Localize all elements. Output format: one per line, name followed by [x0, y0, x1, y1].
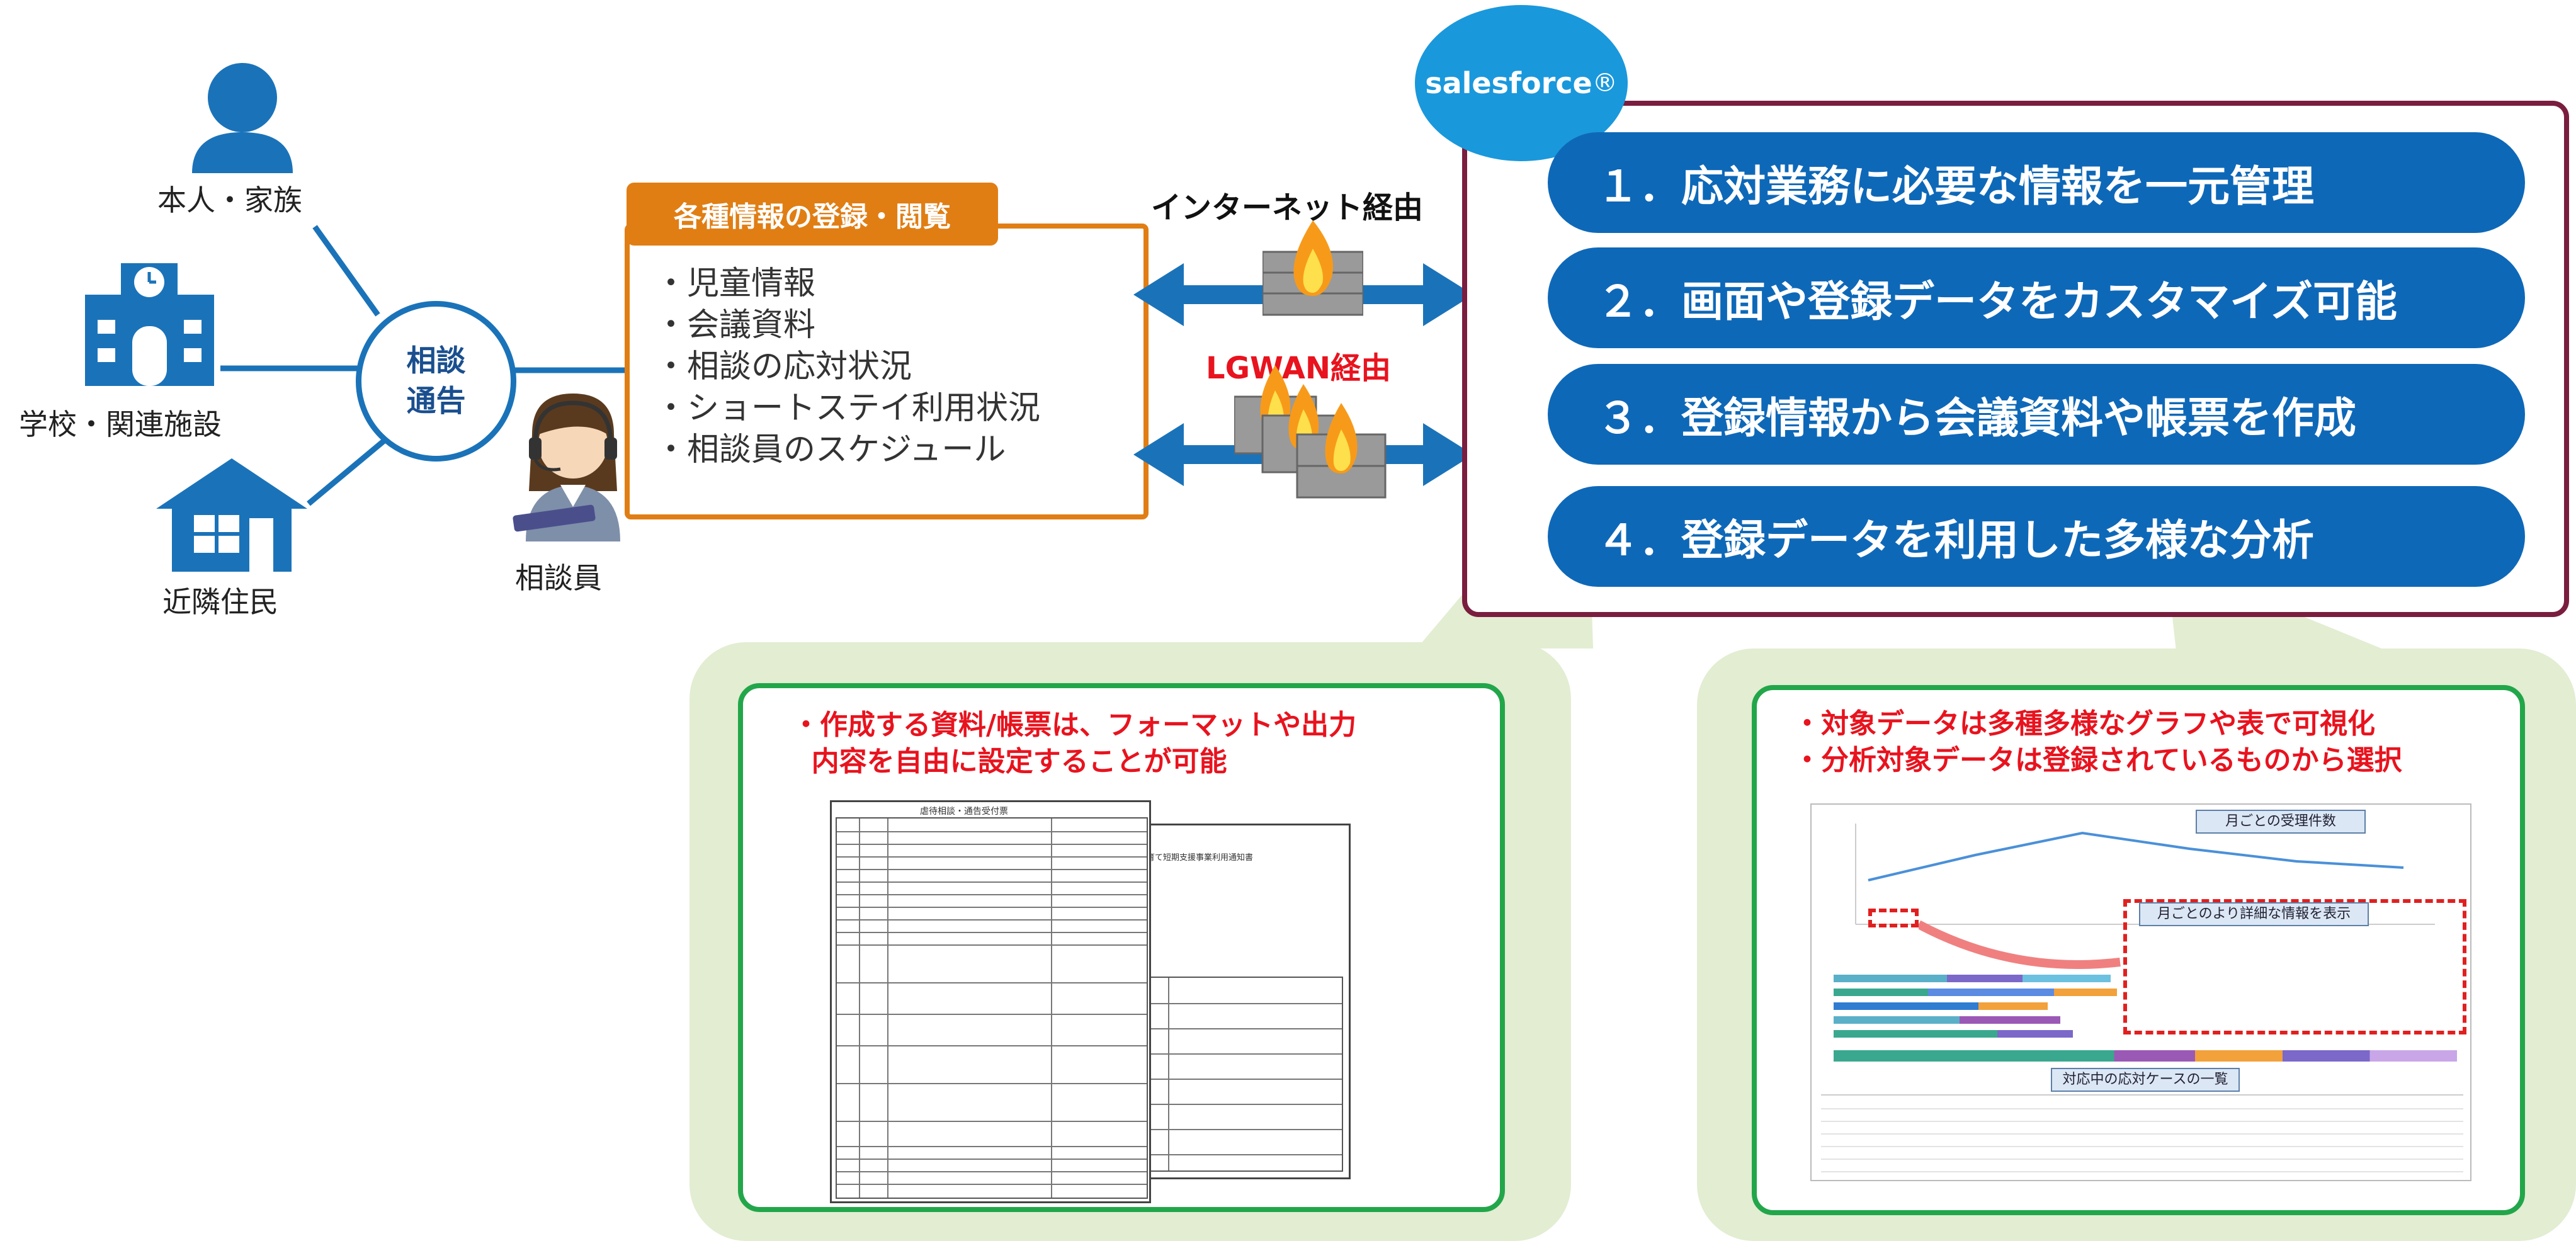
route-internet-label: インターネット経由	[1151, 190, 1424, 225]
feature-3: ３．登録情報から会議資料や帳票を作成	[1548, 364, 2525, 465]
firewall-icon	[1262, 220, 1363, 316]
route-lgwan-label: LGWAN経由	[1206, 351, 1392, 386]
highlight-month	[1868, 909, 1919, 927]
list-item: ・相談の応対状況	[655, 348, 912, 385]
feature-1: １．応対業務に必要な情報を一元管理	[1548, 132, 2525, 233]
registration-list: ・児童情報 ・会議資料 ・相談の応対状況 ・ショートステイ利用状況 ・相談員のス…	[655, 263, 1040, 471]
salesforce-reg-mark: ®	[1592, 69, 1618, 98]
list-item: ・児童情報	[655, 265, 816, 302]
callout-monthly: 月ごとの受理件数	[2196, 810, 2366, 834]
school-icon	[85, 263, 214, 386]
contact-school: 学校・関連施設	[19, 407, 222, 441]
case-list-table	[1821, 1094, 2463, 1176]
list-item: ・ショートステイ利用状況	[655, 390, 1041, 427]
document-front-title: 虐待相談・通告受付票	[920, 807, 1008, 817]
registration-panel: ・児童情報 ・会議資料 ・相談の応対状況 ・ショートステイ利用状況 ・相談員のス…	[625, 224, 1149, 519]
feature-4: ４．登録データを利用した多様な分析	[1548, 486, 2525, 587]
list-item: ・相談員のスケジュール	[655, 431, 1006, 468]
house-icon	[156, 458, 307, 572]
callout-list: 対応中の応対ケースの一覧	[2051, 1068, 2240, 1092]
hub-line-2: 通告	[406, 383, 466, 419]
contact-neighbors: 近隣住民	[162, 585, 278, 619]
document-preview-front: 虐待相談・通告受付票	[830, 800, 1151, 1203]
stacked-bar-chart	[1834, 975, 2117, 1057]
document-output-box: ・作成する資料/帳票は、フォーマットや出力 内容を自由に設定することが可能 子育…	[738, 683, 1505, 1212]
consultation-hub: 相談通告	[356, 301, 516, 462]
counselor-label: 相談員	[515, 561, 602, 595]
bar-strip	[1834, 1050, 2457, 1062]
counselor-icon	[513, 394, 620, 541]
connector-lines	[220, 225, 630, 506]
expand-arrow	[1919, 920, 2121, 969]
analysis-box: ・対象データは多種多様なグラフや表で可視化 ・分析対象データは登録されているもの…	[1752, 685, 2525, 1215]
registration-title: 各種情報の登録・閲覧	[627, 183, 998, 246]
person-icon	[192, 63, 293, 173]
callout-detail: 月ごとのより詳細な情報を表示	[2139, 902, 2369, 926]
firewall-icon	[1234, 365, 1387, 499]
feature-2: ２．画面や登録データをカスタマイズ可能	[1548, 247, 2525, 348]
list-item: ・会議資料	[655, 307, 816, 344]
hub-line-1: 相談	[406, 343, 466, 378]
analysis-note: ・対象データは多種多様なグラフや表で可視化 ・分析対象データは登録されているもの…	[1793, 708, 2402, 776]
document-output-note: ・作成する資料/帳票は、フォーマットや出力 内容を自由に設定することが可能	[792, 709, 1357, 778]
document-back-title: 子育て短期支援事業利用通知書	[1138, 853, 1254, 863]
contact-self-family: 本人・家族	[157, 183, 302, 217]
highlight-detail	[2123, 899, 2466, 1034]
salesforce-logo-text: salesforce	[1425, 66, 1592, 100]
dashboard-screenshot: 月ごとの受理件数 月ごとのより詳細な情報を表示 対応中の応対ケースの一覧	[1810, 803, 2471, 1181]
